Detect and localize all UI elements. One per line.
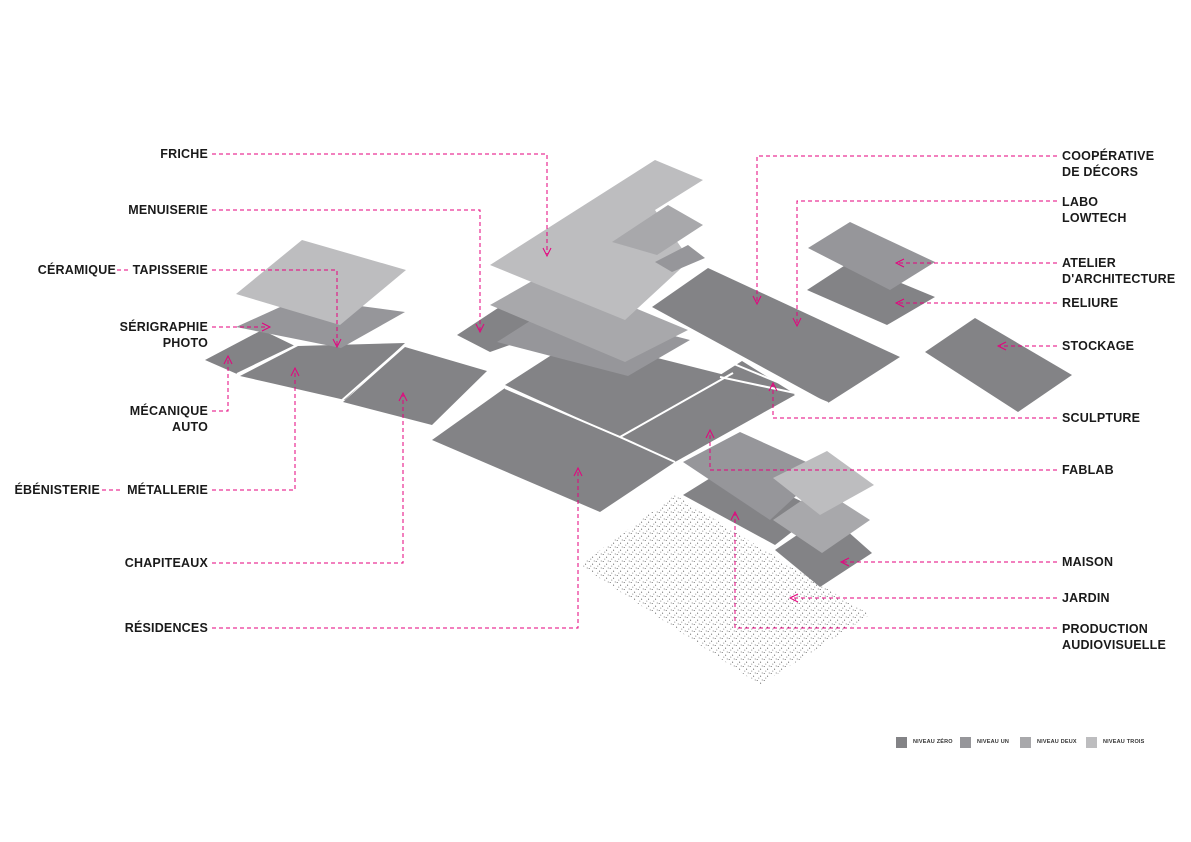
label-production: PRODUCTION AUDIOVISUELLE [1062,622,1166,652]
legend-label-un: NIVEAU UN [977,739,1010,745]
friche-slab [490,160,703,320]
production-leader [734,514,1057,629]
mecanique-leader [212,358,229,412]
maison-upper-slab [773,488,870,553]
stockage-slab [925,318,1072,412]
label-reliure: RELIURE [1062,296,1119,310]
label-jardin: JARDIN [1062,591,1110,605]
legend-label-zero: NIVEAU ZÉRO [913,739,953,745]
fablab-leader [709,432,1057,471]
serigraphie-slab [236,298,405,348]
label-menuiserie: MENUISERIE [128,203,208,217]
residences-leader [212,470,579,629]
cooperative-slab [652,268,900,403]
menuiserie-leader [212,209,481,330]
metallerie-slab [240,343,405,400]
friche-leader [212,153,548,254]
label-residences: RÉSIDENCES [124,621,208,635]
legend-niveau-deux: NIVEAU DEUX [1020,736,1077,748]
legend-niveau-trois: NIVEAU TROIS [1086,736,1145,748]
label-atelier: ATELIER D'ARCHITECTURE [1062,256,1176,286]
label-ebenisterie: ÉBÉNISTERIE [14,483,100,497]
jardin-area [580,495,870,685]
labo-leader [796,200,1057,324]
leader-arrowheads [223,247,1007,603]
friche-step-slab [612,205,703,255]
label-mecanique: MÉCANIQUE AUTO [129,404,208,434]
lower-right-cluster [683,432,874,587]
left-cluster [205,240,487,425]
legend-swatch-deux [1020,736,1031,748]
fablab-upper-slab [683,432,824,520]
residences-slab [432,388,675,512]
legend-swatch-un [960,736,971,748]
legend-niveau-zero: NIVEAU ZÉRO [896,736,953,748]
reliure-slab [807,262,935,325]
legend-niveau-un: NIVEAU UN [960,736,1009,748]
label-serigraphie: SÉRIGRAPHIE PHOTO [119,320,208,350]
label-ceramique: CÉRAMIQUE [37,263,116,277]
maison-top-slab [773,451,874,515]
sculpture-leader [772,385,1057,419]
menuiserie-slab [457,308,552,352]
label-stockage: STOCKAGE [1062,339,1135,353]
right-cluster [807,222,1072,412]
label-metallerie: MÉTALLERIE [127,483,208,497]
label-fablab: FABLAB [1062,463,1114,477]
cooperative-leader [756,155,1057,302]
legend-swatch-zero [896,736,907,748]
label-labo: LABO LOWTECH [1062,195,1127,225]
metallerie-leader [212,370,296,491]
label-sculpture: SCULPTURE [1062,411,1141,425]
label-maison: MAISON [1062,555,1114,569]
chapiteaux-leader [212,395,404,564]
friche-small-slab [655,245,705,272]
legend-swatch-trois [1086,736,1097,748]
center-level-0-slab [505,338,725,437]
center-cluster [432,160,900,512]
atelier-slab [808,222,935,290]
center-level-2-slab [490,272,688,362]
sculpture-slab [720,361,795,403]
label-tapisserie: TAPISSERIE [132,263,208,277]
legend-label-deux: NIVEAU DEUX [1037,739,1077,745]
label-chapiteaux: CHAPITEAUX [124,556,208,570]
leader-lines [102,153,1057,629]
label-friche: FRICHE [160,147,208,161]
label-cooperative: COOPÉRATIVE DE DÉCORS [1062,149,1155,179]
chapiteaux-slab [343,347,487,425]
fablab-ground-slab [620,373,795,462]
tapisserie-slab [236,240,406,325]
legend-label-trois: NIVEAU TROIS [1103,739,1145,745]
tapisserie-leader [212,269,338,345]
